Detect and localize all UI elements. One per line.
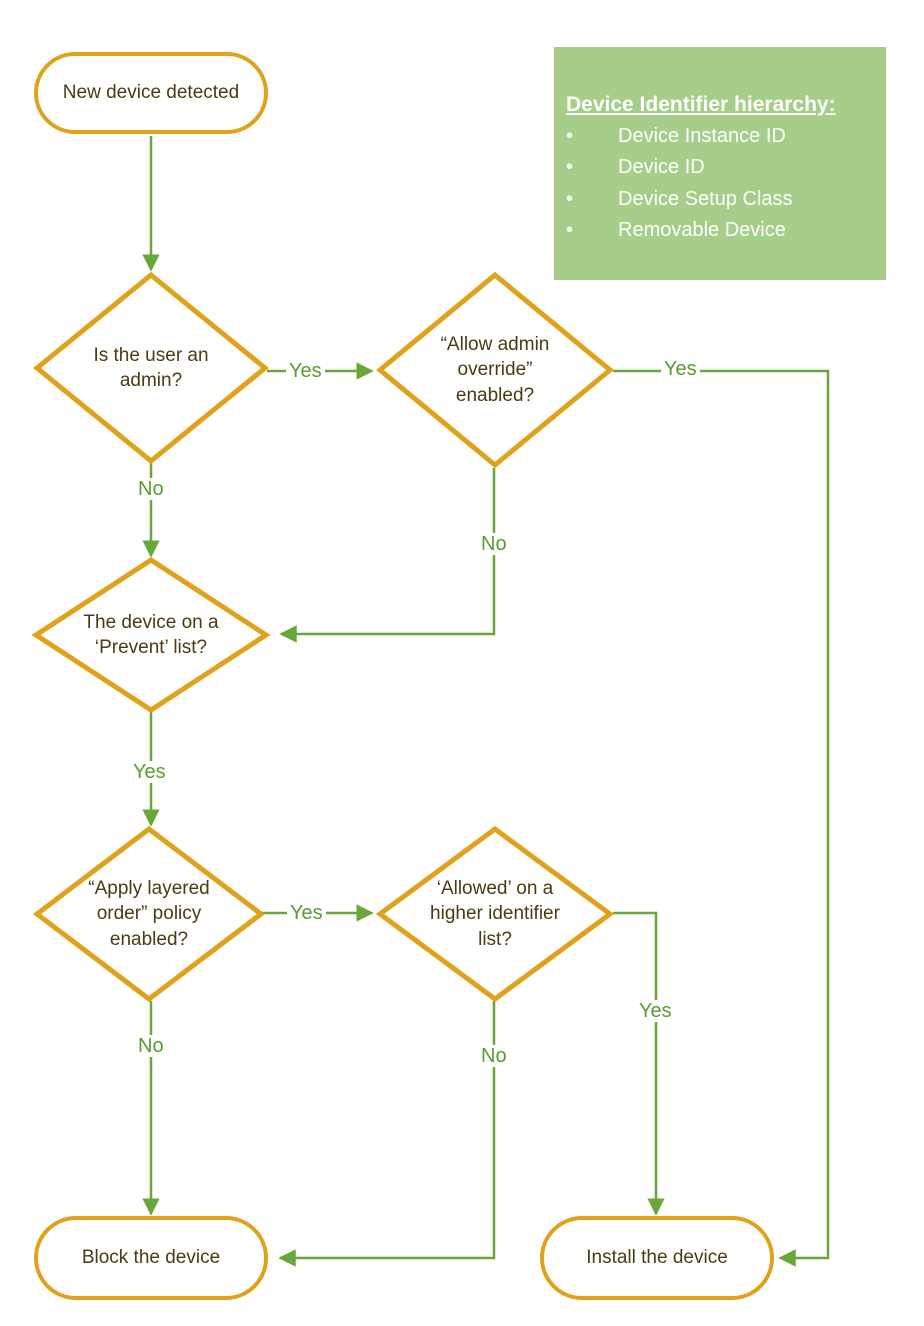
legend-item: • Removable Device xyxy=(566,215,886,246)
node-is-the-user-an-admin[interactable]: Is the user an admin? xyxy=(32,270,270,466)
edge-label-allowed-higher-no: No xyxy=(478,1045,510,1067)
node-label: Block the device xyxy=(81,1247,221,1269)
node-label: Install the device xyxy=(586,1247,728,1269)
edge-label-layered-order-yes: Yes xyxy=(287,902,326,924)
edge-admin-override-yes xyxy=(613,369,830,1267)
bullet-icon: • xyxy=(566,187,574,210)
legend-item: • Device ID xyxy=(566,152,886,183)
device-identifier-hierarchy-legend: Device Identifier hierarchy: • Device In… xyxy=(554,47,886,280)
edge-allowed-higher-yes xyxy=(613,911,665,1216)
diamond-shape xyxy=(32,825,266,1003)
legend-item: • Device Setup Class xyxy=(566,184,886,215)
edge-label-is-admin-no: No xyxy=(135,478,167,500)
node-apply-layered-order-policy-enabled[interactable]: “Apply layered order” policy enabled? xyxy=(32,825,266,1003)
node-allow-admin-override-enabled[interactable]: “Allow admin override” enabled? xyxy=(375,270,615,470)
diamond-shape xyxy=(33,271,269,465)
bullet-icon: • xyxy=(566,125,574,148)
edge-label-prevent-list-yes: Yes xyxy=(130,761,169,783)
bullet-icon: • xyxy=(566,156,574,179)
node-device-on-prevent-list[interactable]: The device on a ‘Prevent’ list? xyxy=(32,556,270,714)
node-new-device-detected[interactable]: New device detected xyxy=(34,52,268,134)
node-label: “Allow admin override” enabled? xyxy=(440,334,550,406)
edge-label-layered-order-no: No xyxy=(135,1035,167,1057)
legend-item-list: • Device Instance ID • Device ID • Devic… xyxy=(566,121,886,246)
edge-label-admin-override-no: No xyxy=(478,533,510,555)
edge-label-admin-override-yes: Yes xyxy=(661,358,700,380)
diamond-shape xyxy=(376,271,614,469)
edge-admin-override-no xyxy=(279,468,496,643)
legend-item-label: Removable Device xyxy=(618,218,786,241)
legend-title: Device Identifier hierarchy: xyxy=(566,93,836,116)
edge-label-allowed-higher-yes: Yes xyxy=(636,1000,675,1022)
legend-item-label: Device Setup Class xyxy=(618,187,793,210)
node-label: ‘Allowed’ on a higher identifier list? xyxy=(430,878,560,950)
legend-item-label: Device Instance ID xyxy=(618,125,786,148)
legend-item-label: Device ID xyxy=(618,156,705,179)
legend-item: • Device Instance ID xyxy=(566,121,886,152)
node-label: Is the user an admin? xyxy=(93,344,209,391)
node-label: New device detected xyxy=(62,82,240,104)
edge-label-is-admin-yes: Yes xyxy=(286,360,325,382)
diamond-shape xyxy=(375,825,615,1003)
node-install-the-device[interactable]: Install the device xyxy=(540,1216,774,1300)
node-label: “Apply layered order” policy enabled? xyxy=(88,878,210,950)
edge-allowed-higher-no xyxy=(278,1001,496,1267)
node-allowed-on-higher-identifier-list[interactable]: ‘Allowed’ on a higher identifier list? xyxy=(375,825,615,1003)
bullet-icon: • xyxy=(566,218,574,241)
diamond-shape xyxy=(32,557,270,713)
node-label: The device on a ‘Prevent’ list? xyxy=(83,611,219,658)
node-block-the-device[interactable]: Block the device xyxy=(34,1216,268,1300)
